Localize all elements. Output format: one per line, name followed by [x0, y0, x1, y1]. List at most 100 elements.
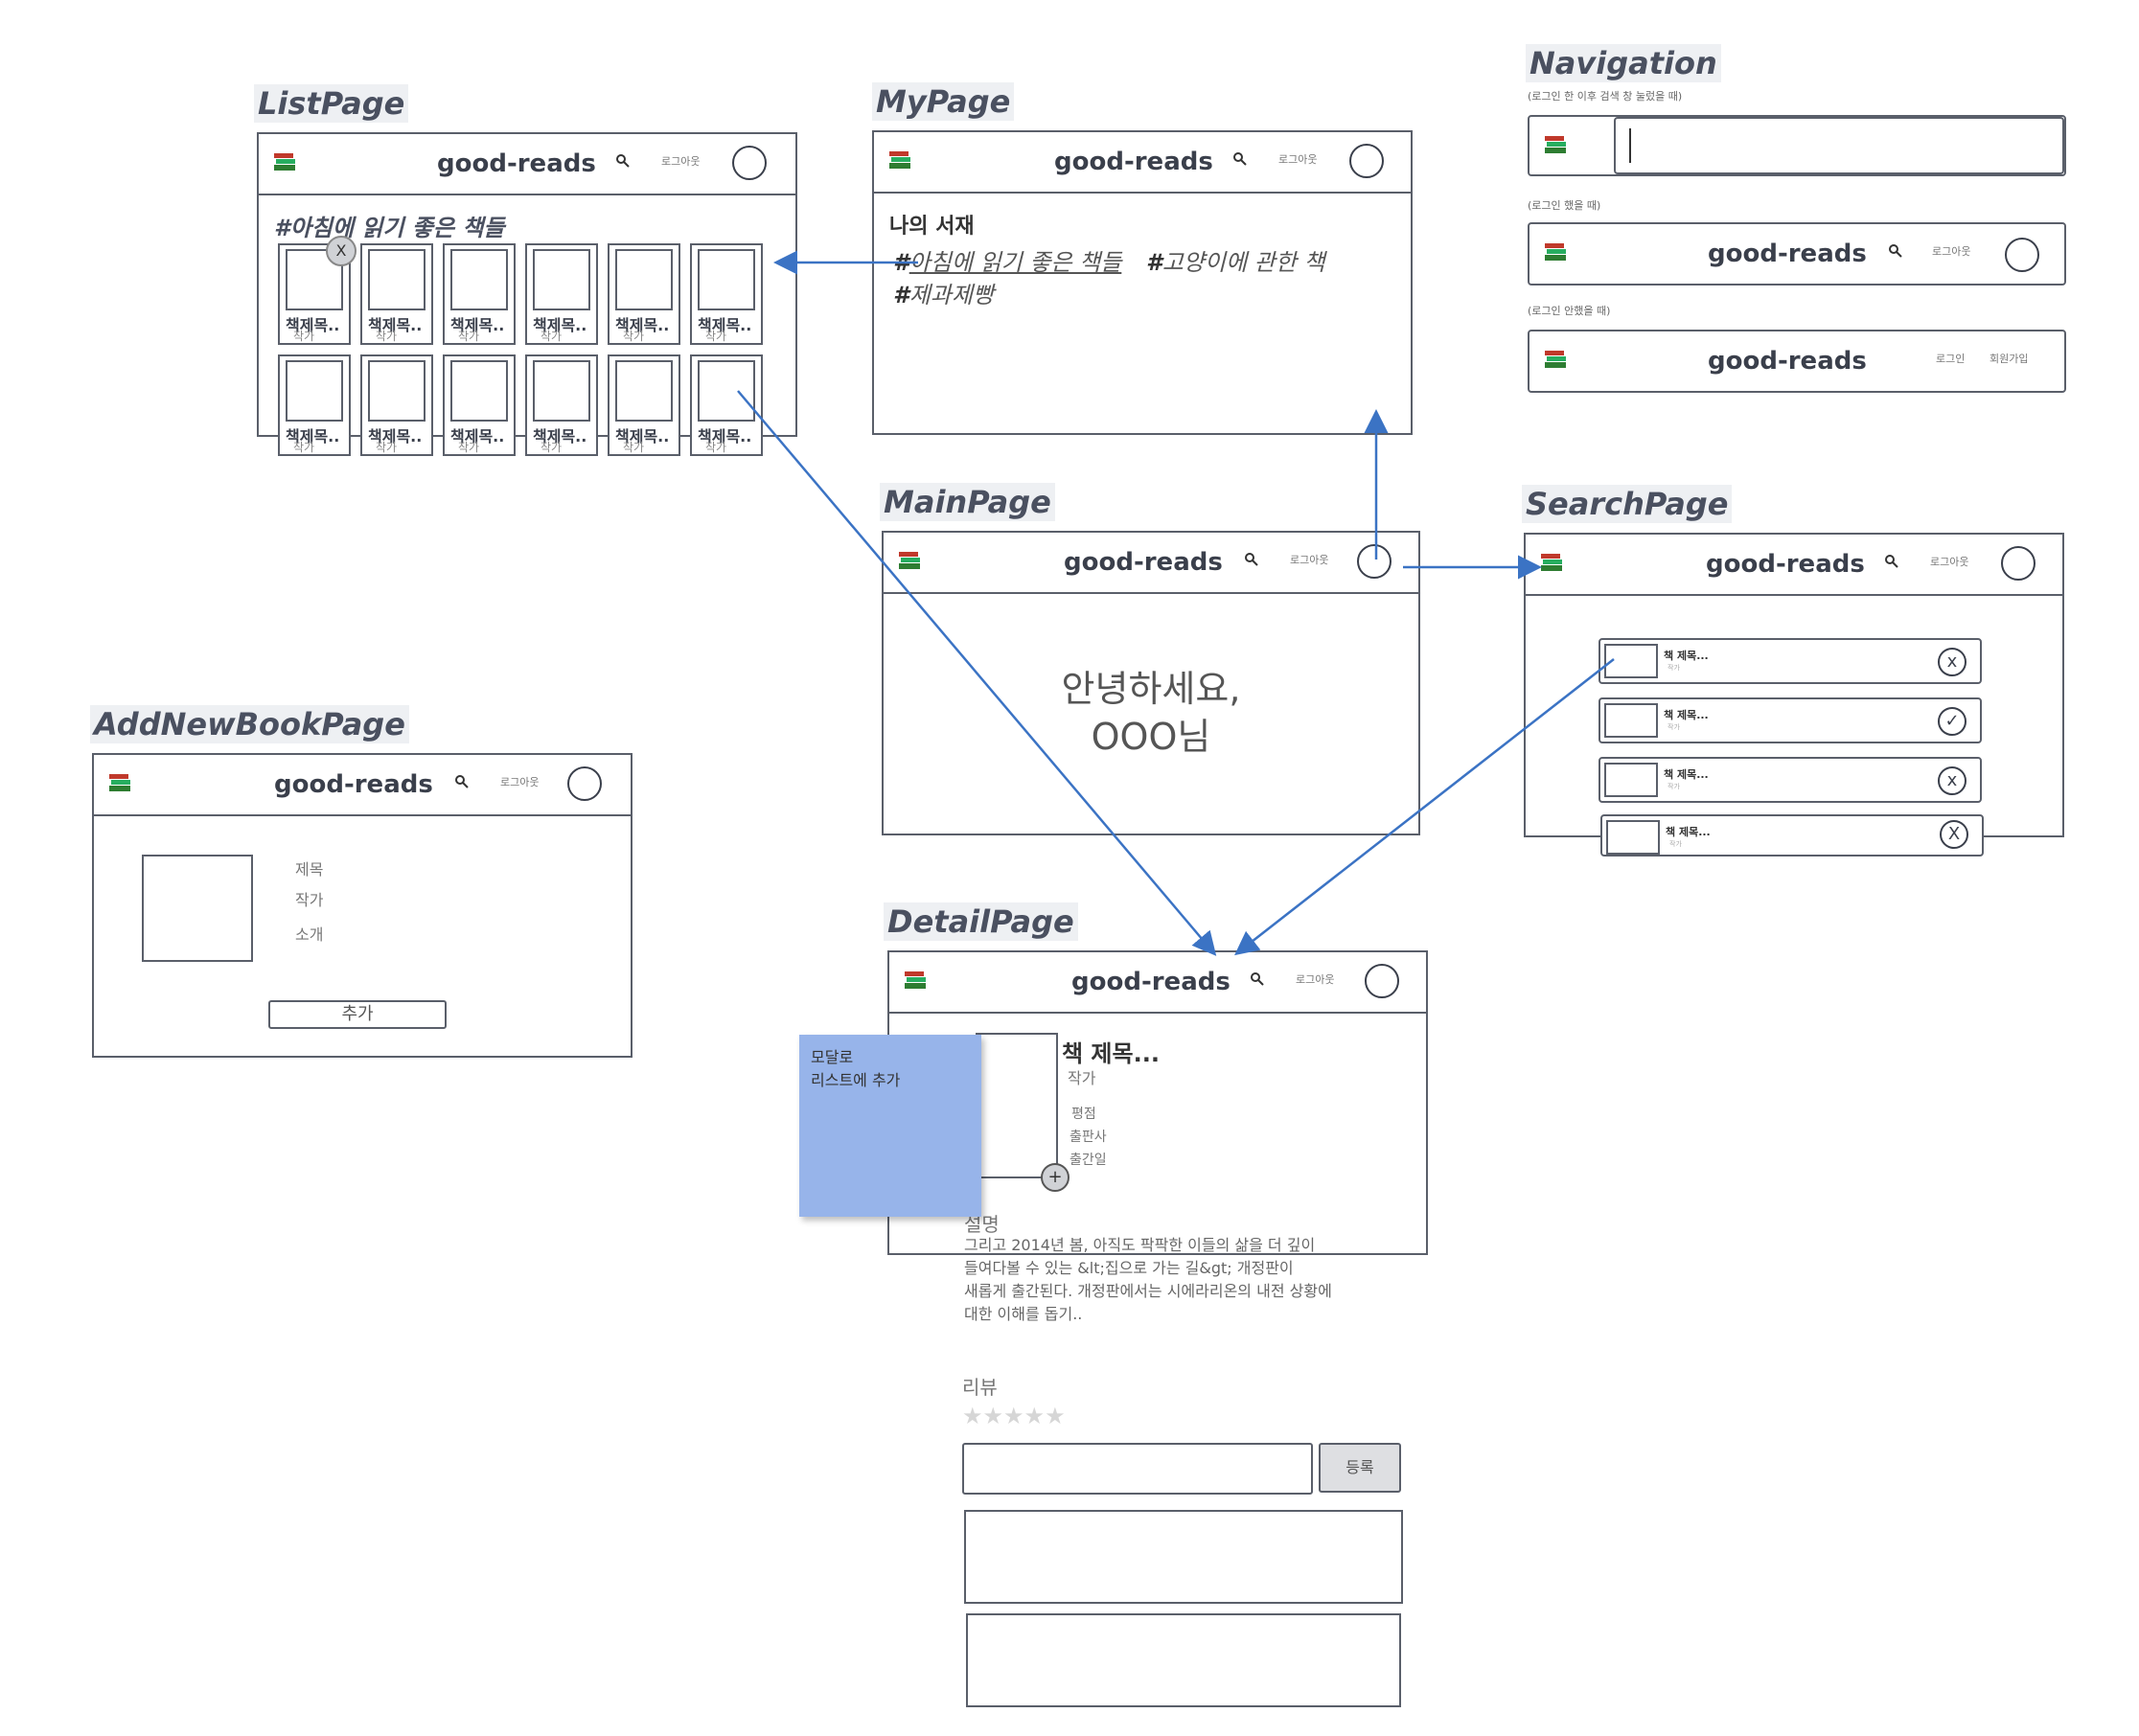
search-icon[interactable] [1232, 151, 1248, 167]
book-card[interactable]: 책제목..작가 [608, 243, 680, 345]
logout-link[interactable]: 로그아웃 [1290, 554, 1329, 566]
books-logo-icon[interactable] [1543, 347, 1568, 372]
remove-book-icon[interactable]: X [326, 236, 356, 266]
login-link[interactable]: 로그인 [1936, 353, 1966, 365]
books-logo-icon[interactable] [887, 148, 912, 172]
star-icon[interactable]: ★ [1003, 1403, 1024, 1429]
books-logo-icon[interactable] [107, 770, 132, 795]
search-icon[interactable] [1884, 554, 1899, 569]
search-result-item[interactable]: 책 제목... 작가 x [1598, 757, 1982, 803]
add-to-list-icon[interactable]: + [1041, 1163, 1070, 1192]
search-result-item[interactable]: 책 제목... 작가 x [1598, 638, 1982, 684]
review-item [966, 1613, 1401, 1707]
description-text: 그리고 2014년 봄, 아직도 팍팍한 이들의 삶을 더 깊이 들여다볼 수 … [964, 1234, 1367, 1326]
remove-icon[interactable]: X [1940, 820, 1968, 849]
tag-morning[interactable]: #아침에 읽기 좋은 책들 [893, 243, 1121, 277]
logout-link[interactable]: 로그아웃 [500, 776, 540, 788]
tag-cat[interactable]: #고양이에 관한 책 [1146, 243, 1325, 277]
brand-title[interactable]: good-reads [1708, 240, 1867, 268]
book-title: 책제목.. [615, 316, 670, 334]
book-author: 작가 [458, 441, 480, 454]
books-logo-icon[interactable] [1543, 240, 1568, 264]
brand-title[interactable]: good-reads [1071, 968, 1230, 996]
review-heading: 리뷰 [962, 1376, 998, 1399]
brand-title[interactable]: good-reads [274, 770, 433, 799]
list-heading: #아침에 읽기 좋은 책들 [274, 215, 505, 241]
brand-title[interactable]: good-reads [1064, 548, 1223, 577]
avatar[interactable] [732, 146, 767, 180]
brand-title[interactable]: good-reads [437, 149, 596, 178]
search-result-item[interactable]: 책 제목... 작가 X [1600, 814, 1984, 857]
books-logo-icon[interactable] [1543, 132, 1568, 157]
books-logo-icon[interactable] [903, 968, 928, 993]
list-navbar: good-reads 로그아웃 [259, 134, 795, 195]
book-author: 작가 [705, 441, 727, 454]
search-icon[interactable] [1888, 243, 1903, 259]
search-icon[interactable] [615, 153, 631, 169]
book-image-placeholder[interactable] [142, 855, 253, 962]
star-icon[interactable]: ★ [982, 1403, 1004, 1429]
book-card[interactable]: 책제목..작가 [360, 354, 433, 456]
avatar[interactable] [2001, 546, 2036, 581]
books-logo-icon[interactable] [897, 548, 922, 573]
signup-link[interactable]: 회원가입 [1990, 353, 2029, 365]
books-logo-icon[interactable] [272, 149, 297, 174]
avatar[interactable] [567, 766, 602, 801]
book-author: 작가 [1668, 723, 1680, 731]
register-button[interactable]: 등록 [1319, 1443, 1401, 1493]
book-card[interactable]: 책제목..작가 [608, 354, 680, 456]
avatar[interactable] [1357, 544, 1392, 579]
check-icon[interactable]: ✓ [1938, 707, 1966, 736]
logout-link[interactable]: 로그아웃 [1296, 973, 1335, 986]
search-icon[interactable] [1250, 971, 1265, 987]
book-author: 작가 [540, 441, 563, 454]
book-card[interactable]: 책제목..작가 [525, 243, 598, 345]
search-icon[interactable] [1244, 552, 1259, 567]
book-card[interactable]: 책제목..작가 [525, 354, 598, 456]
book-card[interactable]: 책제목..작가 [690, 243, 763, 345]
books-logo-icon[interactable] [1539, 550, 1564, 575]
navigation-note-logout: (로그인 안했을 때) [1528, 305, 1611, 317]
avatar[interactable] [1365, 964, 1399, 998]
remove-icon[interactable]: x [1938, 648, 1966, 676]
book-card[interactable]: 책제목..작가 [278, 354, 351, 456]
description-line: 대한 이해를 돕기.. [964, 1305, 1083, 1323]
search-input[interactable] [1614, 117, 2064, 174]
search-result-item[interactable]: 책 제목... 작가 ✓ [1598, 697, 1982, 743]
avatar[interactable] [1349, 144, 1384, 178]
book-card[interactable]: 책제목..작가 [360, 243, 433, 345]
tag-baking[interactable]: #제과제빵 [893, 276, 994, 309]
description-heading: 설명 [964, 1213, 1000, 1236]
add-button[interactable]: 추가 [268, 1000, 447, 1029]
star-icon[interactable]: ★ [1024, 1403, 1046, 1429]
search-icon[interactable] [454, 774, 470, 789]
review-input[interactable] [962, 1443, 1313, 1495]
avatar[interactable] [2005, 238, 2039, 272]
book-card[interactable]: 책제목..작가 [443, 354, 516, 456]
book-author: 작가 [376, 330, 398, 343]
star-icon[interactable]: ★ [1045, 1403, 1066, 1429]
book-rating: 평점 [1071, 1107, 1096, 1122]
logout-link[interactable]: 로그아웃 [1932, 245, 1971, 258]
brand-title[interactable]: good-reads [1708, 347, 1867, 376]
logout-link[interactable]: 로그아웃 [1930, 556, 1969, 568]
logout-link[interactable]: 로그아웃 [1278, 153, 1318, 166]
brand-title[interactable]: good-reads [1054, 148, 1213, 176]
book-author: 작가 [293, 330, 315, 343]
remove-icon[interactable]: x [1938, 766, 1966, 795]
book-cover [286, 249, 343, 310]
text-cursor [1629, 128, 1631, 163]
brand-title[interactable]: good-reads [1706, 550, 1865, 579]
book-author: 작가 [376, 441, 398, 454]
book-title: 책 제목... [1664, 709, 1709, 721]
logout-link[interactable]: 로그아웃 [661, 155, 701, 168]
book-card[interactable]: 책제목..작가 [443, 243, 516, 345]
greeting-line1: 안녕하세요, [1061, 668, 1241, 710]
star-rating[interactable]: ★★★★★ [962, 1403, 1066, 1429]
hash: # [893, 282, 909, 308]
book-pub-date: 출간일 [1070, 1153, 1107, 1168]
star-icon[interactable]: ★ [962, 1403, 983, 1429]
search-page-frame: good-reads 로그아웃 책 제목... 작가 x 책 제목... 작가 … [1524, 533, 2064, 857]
